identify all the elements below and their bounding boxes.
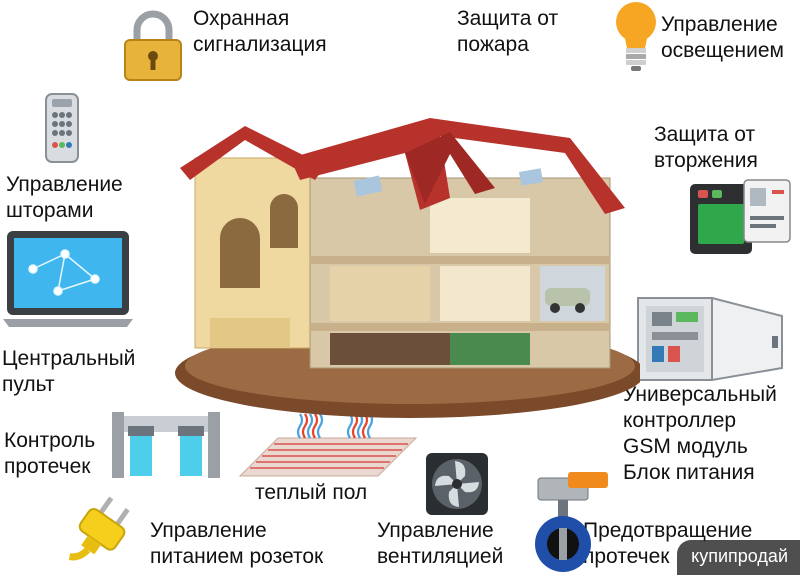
label-central-panel: Центральный пульт xyxy=(2,347,136,396)
label-intrusion: Защита от вторжения xyxy=(654,123,758,172)
house-cutaway-illustration xyxy=(150,118,640,418)
watermark-badge: купипродай xyxy=(677,540,800,575)
light-bulb-icon xyxy=(612,0,660,74)
floor-heating-icon xyxy=(238,408,418,478)
label-leak-control: Контроль протечек xyxy=(4,429,96,478)
padlock-icon xyxy=(123,8,183,82)
controller-cabinet-icon xyxy=(636,296,786,382)
power-plug-icon xyxy=(64,496,136,572)
tablet-icon xyxy=(3,229,133,329)
fan-icon xyxy=(425,452,489,516)
label-security-alarm: Охранная сигнализация xyxy=(193,7,327,56)
leak-sensor-icon xyxy=(110,408,222,482)
label-floor-heating: теплый пол xyxy=(255,481,368,504)
valve-icon xyxy=(528,470,612,575)
remote-control-icon xyxy=(45,93,79,163)
card-reader-icon xyxy=(688,176,792,256)
label-blinds: Управление шторами xyxy=(6,173,123,222)
label-lighting: Управление освещением xyxy=(661,13,784,62)
label-fire-protection: Защита от пожара xyxy=(457,7,559,56)
label-sockets: Управление питанием розеток xyxy=(150,519,324,568)
label-controller: Универсальный контроллер GSM модуль Блок… xyxy=(623,383,777,484)
label-leak-prevention: Предотвращение протечек xyxy=(583,519,753,568)
label-ventilation: Управление вентиляцией xyxy=(377,519,504,568)
